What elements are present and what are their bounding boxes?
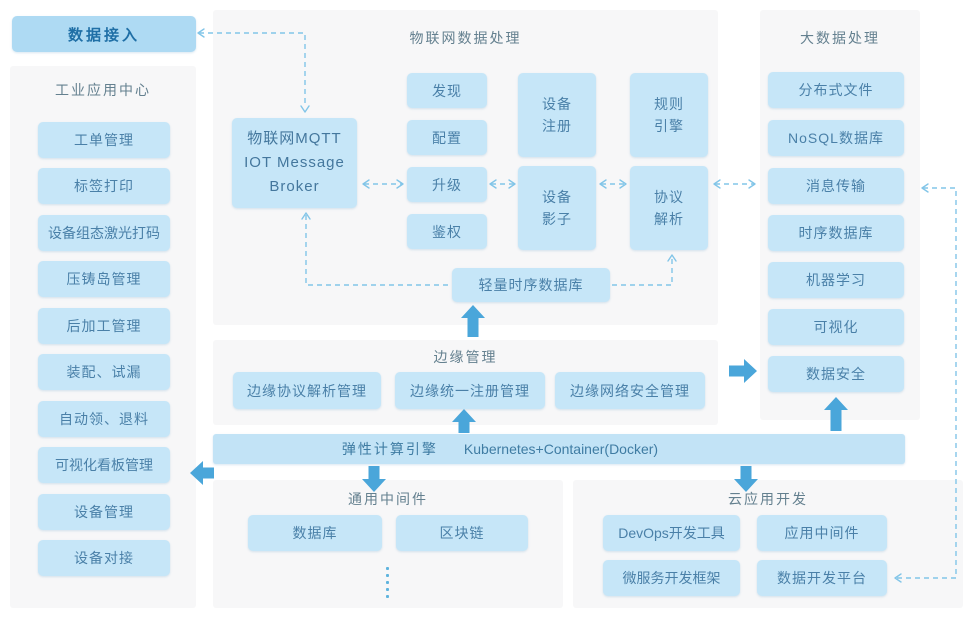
iot-item-upgrade: 升级 (407, 167, 487, 202)
chevron-left-icon (921, 183, 929, 193)
cloud-item-app-middleware: 应用中间件 (757, 515, 887, 551)
vertical-ellipsis-icon (386, 567, 389, 598)
mqtt-broker-node: 物联网MQTT IOT Message Broker (232, 118, 357, 208)
industrial-center-title: 工业应用中心 (55, 82, 151, 98)
industrial-item-auto-material: 自动领、退料 (38, 401, 170, 437)
iot-processing-title: 物联网数据处理 (409, 30, 522, 46)
cloud-item-data-platform: 数据开发平台 (757, 560, 887, 596)
middleware-item-blockchain: 区块链 (396, 515, 528, 551)
industrial-item-device-connect: 设备对接 (38, 540, 170, 576)
rule-engine-node: 规则 引擎 (630, 73, 708, 157)
industrial-item-device-mgmt: 设备管理 (38, 494, 170, 530)
iot-item-discovery: 发现 (407, 73, 487, 108)
cloud-dev-title: 云应用开发 (728, 491, 808, 507)
bigdata-item-messaging: 消息传输 (768, 168, 904, 204)
bigdata-item-nosql: NoSQL数据库 (768, 120, 904, 156)
industrial-item-die-cast: 压铸岛管理 (38, 261, 170, 297)
chevron-left-icon (197, 28, 205, 38)
bigdata-item-distributed-file: 分布式文件 (768, 72, 904, 108)
big-data-title: 大数据处理 (800, 30, 880, 46)
industrial-item-laser-marking: 设备组态激光打码 (38, 215, 170, 251)
middleware-item-database: 数据库 (248, 515, 382, 551)
compute-engine-bar: 弹性计算引擎 Kubernetes+Container(Docker) (213, 434, 905, 464)
industrial-item-label-print: 标签打印 (38, 168, 170, 204)
bigdata-item-data-security: 数据安全 (768, 356, 904, 392)
chevron-right-icon (748, 179, 756, 189)
middleware-title: 通用中间件 (348, 491, 428, 507)
compute-engine-label: 弹性计算引擎 Kubernetes+Container(Docker) (213, 434, 787, 464)
bigdata-item-visualization: 可视化 (768, 309, 904, 345)
device-shadow-node: 设备 影子 (518, 166, 596, 250)
protocol-parse-node: 协议 解析 (630, 166, 708, 250)
cloud-item-devops: DevOps开发工具 (603, 515, 740, 551)
device-register-node: 设备 注册 (518, 73, 596, 157)
industrial-item-assembly: 装配、试漏 (38, 354, 170, 390)
edge-item-register: 边缘统一注册管理 (395, 372, 545, 409)
industrial-item-post-process: 后加工管理 (38, 308, 170, 344)
cloud-item-microservice: 微服务开发框架 (603, 560, 740, 596)
iot-item-auth: 鉴权 (407, 214, 487, 249)
iot-item-config: 配置 (407, 120, 487, 155)
edge-item-network-security: 边缘网络安全管理 (555, 372, 705, 409)
light-tsdb-node: 轻量时序数据库 (452, 268, 610, 302)
arrow-right-icon (729, 359, 757, 383)
edge-mgmt-title: 边缘管理 (433, 349, 498, 365)
compute-engine-label-cn: 弹性计算引擎 (341, 441, 438, 457)
industrial-item-dashboard: 可视化看板管理 (38, 447, 170, 483)
bigdata-item-tsdb: 时序数据库 (768, 215, 904, 251)
data-access-node: 数据接入 (12, 16, 196, 52)
compute-engine-label-en: Kubernetes+Container(Docker) (463, 441, 659, 457)
bigdata-item-ml: 机器学习 (768, 262, 904, 298)
edge-item-protocol: 边缘协议解析管理 (233, 372, 381, 409)
industrial-item-work-order: 工单管理 (38, 122, 170, 158)
